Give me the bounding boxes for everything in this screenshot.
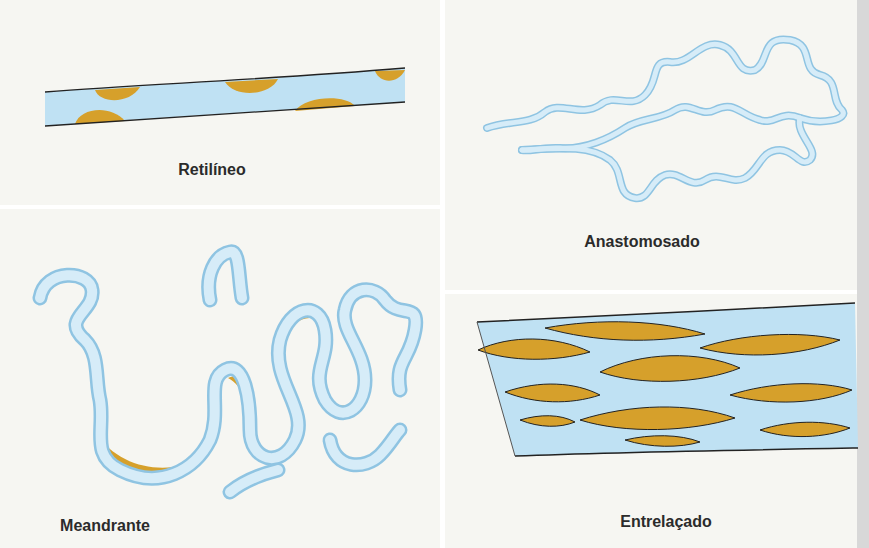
type-label: Retilíneo [178,160,246,179]
straight-channel [45,68,405,126]
braided-channel [477,303,858,456]
anastomosing-channels [487,39,843,198]
type-label: Anastomosado [584,232,700,251]
meandering-channel [40,252,416,492]
panel [445,0,857,290]
panel [0,209,440,548]
panel [445,294,857,548]
type-label: Meandrante [60,516,150,535]
type-label: Entrelaçado [620,512,712,531]
page-edge [857,0,869,548]
panel [0,0,440,205]
